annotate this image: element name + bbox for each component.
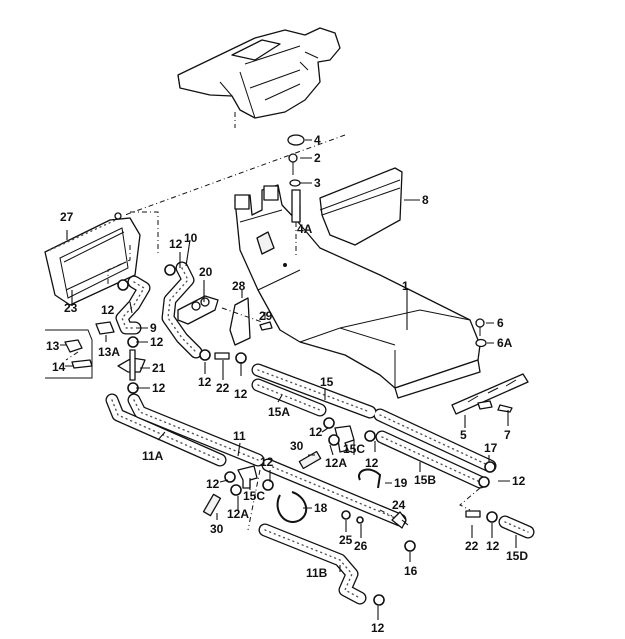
grommets	[117, 264, 498, 606]
callout-19: 19	[394, 476, 408, 490]
callout-15b: 15B	[414, 473, 436, 487]
callout-12: 12	[260, 455, 274, 469]
switch-panel-20	[177, 295, 219, 325]
callout-9: 9	[150, 321, 157, 335]
detail-box	[45, 329, 93, 379]
callout-1: 1	[402, 279, 409, 293]
callout-27: 27	[60, 210, 74, 224]
assembly-line	[124, 134, 346, 216]
callout-20: 20	[199, 265, 213, 279]
callout-12: 12	[152, 381, 166, 395]
callout-12: 12	[234, 387, 248, 401]
callout-11: 11	[233, 429, 246, 443]
callout-15c: 15C	[343, 442, 365, 456]
callout-12a: 12A	[227, 507, 249, 521]
callout-11a: 11A	[142, 449, 164, 463]
callout-12a: 12A	[325, 456, 347, 470]
callout-22: 22	[216, 381, 230, 395]
fastener-stack	[287, 134, 305, 258]
hose-15	[251, 363, 497, 473]
t-piece-15c	[237, 465, 258, 489]
bracket-24	[391, 511, 407, 529]
callout-labels: 4 2 3 4A 8 1 6 6A 5 7 27 23 12 10 20 12 …	[46, 133, 528, 635]
callout-12: 12	[198, 375, 212, 389]
callout-12: 12	[371, 621, 385, 635]
callout-6: 6	[497, 316, 504, 330]
hose-9	[115, 275, 151, 335]
callout-17: 17	[484, 441, 498, 455]
callout-30: 30	[210, 522, 224, 536]
callout-21: 21	[152, 361, 166, 375]
callout-6a: 6A	[497, 336, 513, 350]
callout-4: 4	[314, 133, 321, 147]
cover-8	[319, 167, 403, 246]
dashboard-housing	[177, 27, 341, 128]
hose-10	[161, 261, 203, 359]
callout-7: 7	[504, 428, 511, 442]
assembly-line	[459, 487, 481, 511]
callout-12: 12	[365, 456, 379, 470]
hose-11	[127, 393, 407, 527]
assembly-line	[379, 509, 393, 517]
callout-12: 12	[309, 425, 323, 439]
callout-14: 14	[52, 360, 66, 374]
callout-18: 18	[314, 501, 328, 515]
hose-15b	[375, 430, 487, 489]
callout-12: 12	[101, 303, 115, 317]
assembly-line	[107, 245, 131, 285]
callout-4a: 4A	[297, 222, 313, 236]
bracket-28	[221, 297, 263, 346]
sleeve-30	[298, 450, 322, 470]
callout-29: 29	[259, 309, 273, 323]
vent-strip-5	[451, 373, 529, 415]
leader-lines	[60, 139, 517, 620]
callout-8: 8	[422, 193, 429, 207]
callout-16: 16	[404, 564, 418, 578]
callout-11b: 11B	[306, 566, 328, 580]
callout-12: 12	[206, 477, 220, 491]
callout-28: 28	[232, 279, 246, 293]
clamp-18	[276, 491, 308, 523]
callout-12: 12	[169, 237, 183, 251]
screw-6	[475, 318, 487, 348]
callout-15c: 15C	[243, 489, 265, 503]
callout-2: 2	[314, 151, 321, 165]
callout-15: 15	[320, 375, 334, 389]
callout-12: 12	[150, 335, 164, 349]
callout-12: 12	[512, 474, 526, 488]
assembly-line	[247, 469, 261, 531]
callout-13: 13	[46, 339, 60, 353]
callout-30: 30	[290, 439, 304, 453]
hose-11a	[105, 393, 227, 467]
callout-5: 5	[460, 428, 467, 442]
clamp-19	[358, 468, 382, 489]
callout-23: 23	[64, 301, 78, 315]
callout-3: 3	[314, 176, 321, 190]
valve-21	[117, 349, 146, 381]
sleeve-30	[202, 493, 222, 517]
callout-25: 25	[339, 533, 353, 547]
callout-12: 12	[486, 539, 500, 553]
hose-11b	[258, 523, 367, 605]
callout-26: 26	[354, 539, 368, 553]
hose-15a	[251, 378, 327, 417]
callout-15d: 15D	[506, 549, 528, 563]
heater-core	[44, 212, 141, 306]
callout-24: 24	[392, 498, 406, 512]
callout-15a: 15A	[268, 405, 290, 419]
callout-13a: 13A	[98, 345, 120, 359]
hose-15d	[498, 515, 535, 539]
assembly-line	[130, 211, 159, 255]
callout-22: 22	[465, 539, 479, 553]
clip-13a	[95, 321, 115, 335]
callout-10: 10	[184, 231, 198, 245]
